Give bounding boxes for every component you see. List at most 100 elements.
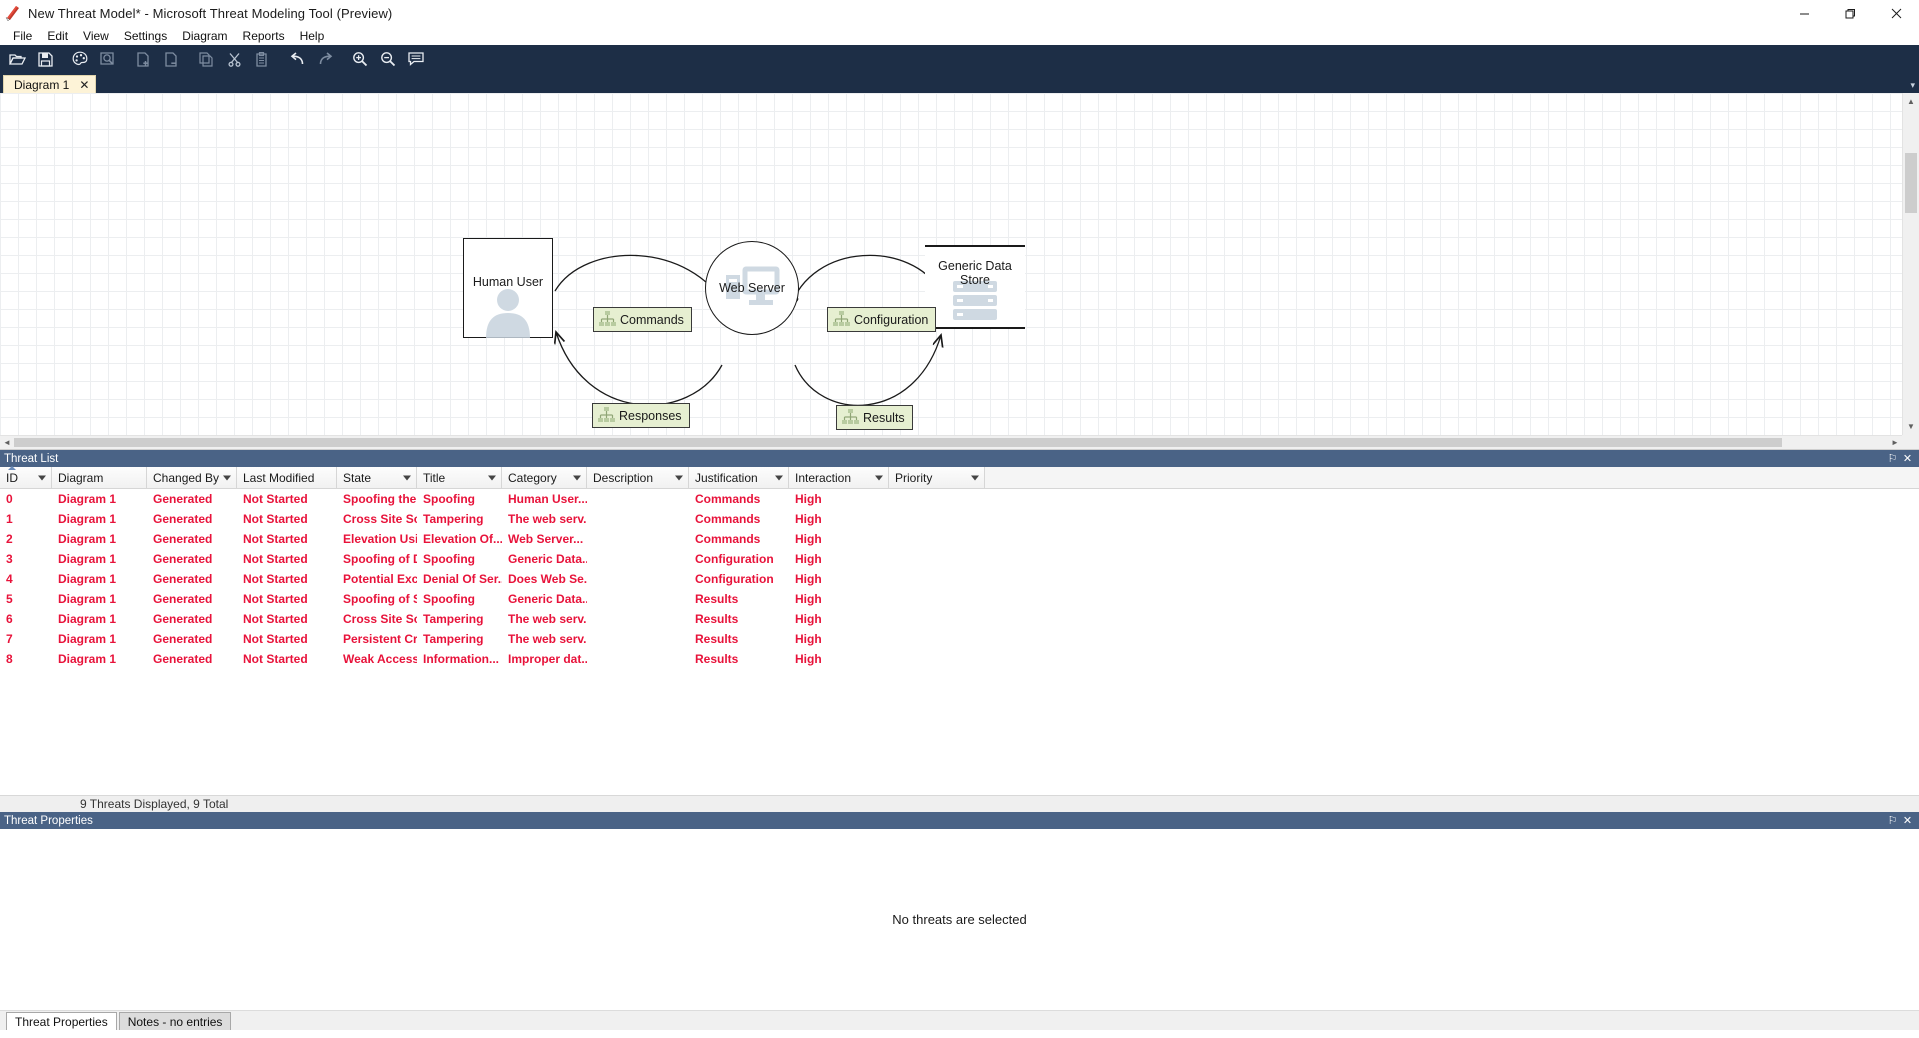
cell-id: 5	[6, 592, 13, 606]
dataflow-glyph	[598, 310, 617, 330]
tab-notes[interactable]: Notes - no entries	[118, 1012, 232, 1030]
cell-last-modified: Not Started	[243, 612, 308, 626]
cell-description	[587, 649, 689, 669]
diagram-canvas[interactable]: Human User Web Server	[0, 93, 1919, 450]
canvas-horizontal-scrollbar[interactable]: ◄ ►	[0, 435, 1902, 449]
column-header-last-modified[interactable]: Last Modified	[237, 467, 337, 488]
filter-icon[interactable]	[875, 475, 883, 480]
process-web-server[interactable]: Web Server	[705, 241, 799, 335]
analysis-view-icon[interactable]	[94, 46, 122, 72]
horizontal-scroll-thumb[interactable]	[14, 438, 1782, 447]
zoom-in-icon[interactable]	[346, 46, 374, 72]
scroll-right-icon[interactable]: ►	[1891, 438, 1899, 447]
flow-label-results[interactable]: Results	[836, 405, 913, 430]
cell-description	[587, 569, 689, 589]
close-button[interactable]	[1873, 0, 1919, 26]
column-header-category[interactable]: Category	[502, 467, 587, 488]
document-tab-diagram-1[interactable]: Diagram 1 ✕	[3, 75, 97, 93]
redo-arrow-icon[interactable]	[311, 46, 339, 72]
menu-help[interactable]: Help	[299, 28, 325, 43]
maximize-button[interactable]	[1827, 0, 1873, 26]
external-entity-human-user[interactable]: Human User	[463, 238, 553, 338]
open-folder-icon[interactable]	[3, 46, 31, 72]
menu-diagram[interactable]: Diagram	[182, 28, 228, 43]
column-header-interaction[interactable]: Interaction	[789, 467, 889, 488]
close-icon[interactable]: ✕	[1902, 453, 1913, 465]
cell-interaction: High	[795, 552, 822, 566]
cell-diagram: Diagram 1	[58, 632, 117, 646]
canvas-vertical-scrollbar[interactable]: ▲ ▼	[1902, 93, 1919, 435]
tab-threat-properties[interactable]: Threat Properties	[6, 1012, 117, 1030]
menu-reports[interactable]: Reports	[242, 28, 285, 43]
properties-tab-strip: Threat Properties Notes - no entries	[0, 1010, 1919, 1030]
column-header-title[interactable]: Title	[417, 467, 502, 488]
cell-diagram: Diagram 1	[58, 492, 117, 506]
filter-icon[interactable]	[573, 475, 581, 480]
diagram-grid: Human User Web Server	[0, 93, 1902, 435]
cell-description	[587, 609, 689, 629]
scroll-down-icon[interactable]: ▼	[1907, 422, 1915, 431]
filter-icon[interactable]	[38, 475, 46, 480]
flow-label-configuration[interactable]: Configuration	[827, 307, 937, 332]
tabstrip-overflow-icon[interactable]: ▾	[1910, 80, 1915, 90]
cell-title: Tampering	[423, 512, 484, 526]
filter-icon[interactable]	[223, 475, 231, 480]
filter-icon[interactable]	[971, 475, 979, 480]
palette-icon[interactable]	[66, 46, 94, 72]
minimize-button[interactable]	[1781, 0, 1827, 26]
column-header-justification[interactable]: Justification	[689, 467, 789, 488]
menu-file[interactable]: File	[13, 28, 33, 43]
column-header-diagram[interactable]: Diagram	[52, 467, 147, 488]
paste-clipboard-icon[interactable]	[248, 46, 276, 72]
add-diagram-icon[interactable]	[129, 46, 157, 72]
cell-category: Improper dat...	[508, 652, 587, 666]
zoom-out-icon[interactable]	[374, 46, 402, 72]
pin-icon[interactable]: ⚐	[1887, 815, 1898, 827]
cell-justification: Configuration	[695, 572, 774, 586]
save-icon[interactable]	[31, 46, 59, 72]
cell-state: Cross Site Scr...	[343, 512, 417, 526]
dataflow-glyph	[841, 408, 860, 428]
undo-arrow-icon[interactable]	[283, 46, 311, 72]
filter-icon[interactable]	[403, 475, 411, 480]
column-header-description[interactable]: Description	[587, 467, 689, 488]
column-header-state[interactable]: State	[337, 467, 417, 488]
filter-icon[interactable]	[675, 475, 683, 480]
comment-icon[interactable]	[402, 46, 430, 72]
column-header-priority[interactable]: Priority	[889, 467, 985, 488]
database-glyph	[948, 279, 1002, 327]
cell-justification: Results	[695, 612, 739, 626]
remove-diagram-icon[interactable]	[157, 46, 185, 72]
document-tab-close-icon[interactable]: ✕	[79, 77, 90, 92]
cell-last-modified: Not Started	[243, 512, 308, 526]
filter-icon[interactable]	[775, 475, 783, 480]
flow-label-responses[interactable]: Responses	[592, 403, 690, 428]
cut-scissors-icon[interactable]	[220, 46, 248, 72]
cell-interaction: High	[795, 512, 822, 526]
column-header-changed-by[interactable]: Changed By	[147, 467, 237, 488]
cell-id: 7	[6, 632, 13, 646]
menu-edit[interactable]: Edit	[47, 28, 69, 43]
vertical-scroll-thumb[interactable]	[1905, 153, 1917, 213]
threat-list-title: Threat List	[4, 452, 59, 465]
flow-label-commands[interactable]: Commands	[593, 307, 692, 332]
menu-view[interactable]: View	[83, 28, 109, 43]
pin-icon[interactable]: ⚐	[1887, 453, 1898, 465]
scroll-up-icon[interactable]: ▲	[1907, 97, 1915, 106]
column-header-id[interactable]: ID	[0, 466, 52, 488]
copy-page-icon[interactable]	[192, 46, 220, 72]
close-icon[interactable]: ✕	[1902, 815, 1913, 827]
menu-settings[interactable]: Settings	[123, 28, 168, 43]
scroll-left-icon[interactable]: ◄	[3, 438, 11, 447]
filter-icon[interactable]	[488, 475, 496, 480]
